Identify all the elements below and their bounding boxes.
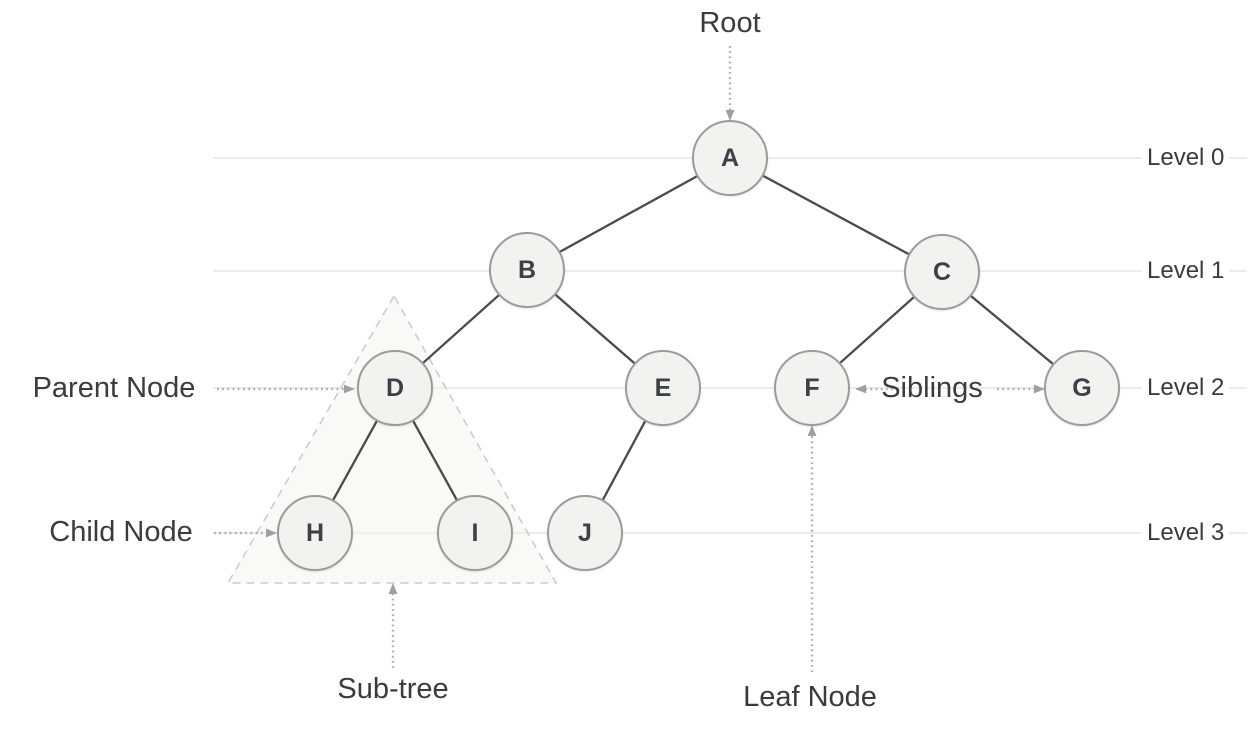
tree-node-G: G: [1044, 350, 1120, 426]
edge-D-H: [332, 420, 378, 501]
tree-node-I: I: [437, 495, 513, 571]
edge-B-D: [422, 294, 500, 364]
edge-E-J: [601, 420, 647, 501]
tree-node-F: F: [774, 350, 850, 426]
edge-A-B: [559, 175, 698, 253]
sub-tree-label: Sub-tree: [337, 673, 449, 706]
edge-B-E: [554, 294, 636, 364]
tree-edges: [332, 174, 1054, 501]
tree-node-J: J: [547, 495, 623, 571]
parent-node-label: Parent Node: [32, 372, 196, 405]
tree-node-A: A: [692, 120, 768, 196]
tree-node-D: D: [357, 350, 433, 426]
tree-node-H: H: [277, 495, 353, 571]
level-label-3: Level 3: [1142, 517, 1230, 549]
edge-C-F: [839, 296, 915, 364]
siblings-label: Siblings: [881, 372, 983, 405]
edge-D-I: [412, 420, 458, 501]
edge-C-G: [970, 295, 1054, 365]
child-node-label: Child Node: [49, 516, 193, 549]
edge-A-C: [762, 174, 910, 256]
tree-node-C: C: [904, 234, 980, 310]
level-label-1: Level 1: [1142, 255, 1230, 287]
leaf-node-label: Leaf Node: [743, 681, 877, 714]
level-label-2: Level 2: [1142, 372, 1230, 404]
tree-node-B: B: [489, 232, 565, 308]
root-label: Root: [699, 7, 761, 40]
annotation-arrows: [214, 46, 1045, 672]
level-label-0: Level 0: [1142, 142, 1230, 174]
tree-node-E: E: [625, 350, 701, 426]
